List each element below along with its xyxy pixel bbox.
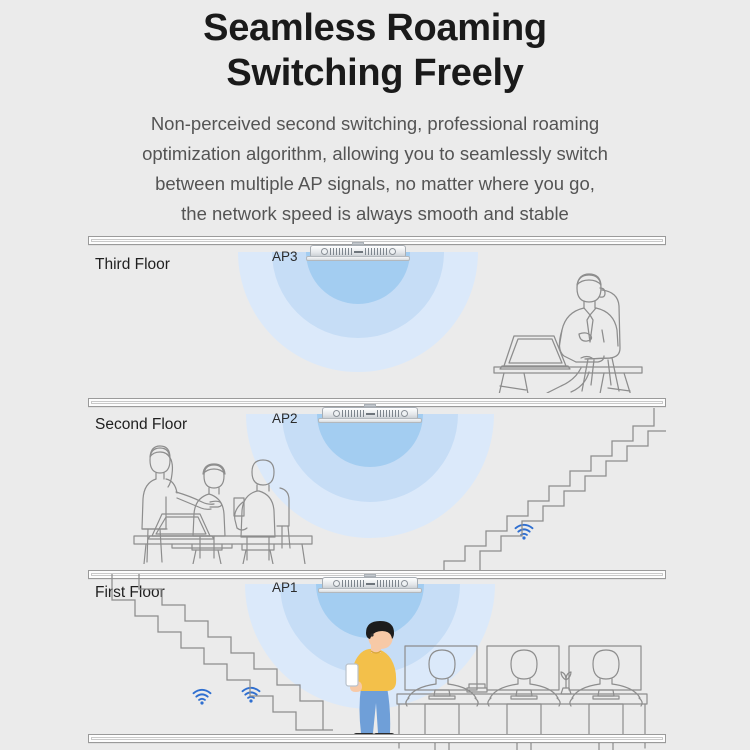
- ap-led-right-icon: [388, 248, 396, 255]
- scene-three-workstations: [396, 645, 648, 750]
- ap-mount-tab: [364, 574, 376, 577]
- building-cutaway: Third Floor AP3: [0, 232, 750, 750]
- ap-mount-tab: [364, 404, 376, 407]
- page-subtitle: Non-perceived second switching, professi…: [0, 96, 750, 229]
- ap-label-ap3: AP3: [272, 249, 298, 264]
- ap-led-left-icon: [320, 248, 328, 255]
- title-line-1: Seamless Roaming: [203, 7, 547, 49]
- ap-device-ap1: [318, 574, 422, 594]
- floor-label-third: Third Floor: [95, 256, 170, 273]
- ap-led-left-icon: [332, 410, 340, 417]
- slab-ground-floor: [88, 734, 666, 743]
- signal-ring-outer: [238, 252, 478, 372]
- ap-vent-left-icon: [341, 580, 364, 587]
- slab-second-floor-ceiling: [88, 398, 666, 407]
- ap-mount-tab: [352, 242, 364, 245]
- ap-led-right-icon: [400, 410, 408, 417]
- staircase-second-floor: [443, 408, 666, 576]
- subtitle-line-2: optimization algorithm, allowing you to …: [142, 143, 608, 164]
- ap-base-plate: [306, 256, 410, 261]
- ap-led-left-icon: [332, 580, 340, 587]
- ap-vent-right-icon: [376, 580, 399, 587]
- signal-ring-mid: [272, 252, 444, 338]
- scene-man-at-desk: [493, 273, 643, 393]
- page-title: Seamless Roaming Switching Freely: [0, 0, 750, 96]
- ap-device-ap2: [318, 404, 422, 424]
- title-line-2: Switching Freely: [226, 52, 524, 94]
- subtitle-line-4: the network speed is always smooth and s…: [181, 203, 569, 224]
- ap-vent-left-icon: [329, 248, 352, 255]
- ap-base-plate: [318, 418, 422, 423]
- ap-center-bar-icon: [353, 250, 363, 253]
- ap-center-bar-icon: [365, 582, 375, 585]
- ap-led-right-icon: [400, 580, 408, 587]
- ap-device-ap3: [306, 242, 410, 262]
- ap-label-ap1: AP1: [272, 580, 298, 595]
- ap-center-bar-icon: [365, 412, 375, 415]
- wifi-icon-second-floor-left: [192, 688, 212, 705]
- subtitle-line-3: between multiple AP signals, no matter w…: [155, 173, 595, 194]
- ap-vent-left-icon: [341, 410, 364, 417]
- scene-three-people-at-table: [133, 445, 313, 564]
- wifi-icon-second-floor-right: [241, 686, 261, 703]
- ap-base-plate: [318, 588, 422, 593]
- ap-vent-right-icon: [364, 248, 387, 255]
- header: Seamless Roaming Switching Freely Non-pe…: [0, 0, 750, 229]
- ap-vent-right-icon: [376, 410, 399, 417]
- staircase-first-floor: [111, 574, 333, 731]
- ap-label-ap2: AP2: [272, 411, 298, 426]
- slab-third-floor-ceiling: [88, 236, 666, 245]
- floor-label-second: Second Floor: [95, 416, 188, 433]
- subtitle-line-1: Non-perceived second switching, professi…: [150, 113, 600, 134]
